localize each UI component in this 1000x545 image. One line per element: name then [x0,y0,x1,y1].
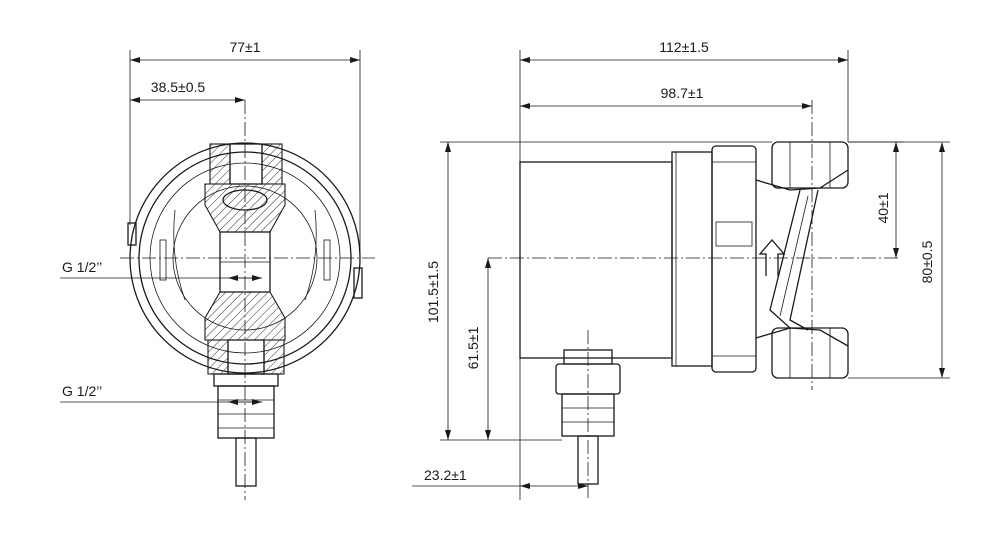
dim-side-inner-length: 98.7±1 [520,85,812,109]
dim-side-length: 112±1.5 [519,39,849,162]
dim-axis-height-label: 61.5±1 [465,326,481,369]
front-view: 77±1 38.5±0.5 G 1/2’’ G 1/2’’ [60,39,375,500]
dim-total-height-label: 101.5±1.5 [425,261,441,323]
side-motor-body [519,145,757,373]
dim-port-height: 40±1 [848,141,904,258]
side-pump-housing [755,141,849,379]
thread-top-label: G 1/2’’ [62,259,102,275]
dim-front-width: 77±1 [129,39,361,255]
side-view: 112±1.5 98.7±1 40±1 80±0.5 101.5±1.5 [412,39,950,500]
thread-bottom-label: G 1/2’’ [62,383,102,399]
dim-cable-offset-label: 23.2±1 [424,467,467,483]
dim-side-length-label: 112±1.5 [659,39,709,55]
dim-side-inner-length-label: 98.7±1 [661,85,704,101]
dim-axis-height: 61.5±1 [465,258,491,440]
dim-front-half-width: 38.5±0.5 [130,79,245,103]
dim-port-height-label: 40±1 [875,192,891,223]
dim-port-span-label: 80±0.5 [919,240,935,283]
flow-arrow-icon [758,239,786,276]
thread-top-callout: G 1/2’’ [60,259,262,281]
dim-front-width-label: 77±1 [229,39,260,55]
dim-total-height: 101.5±1.5 [425,141,772,441]
thread-bottom-callout: G 1/2’’ [60,383,262,405]
dim-cable-offset: 23.2±1 [412,358,588,500]
dim-port-span: 80±0.5 [848,141,950,379]
dim-front-half-width-label: 38.5±0.5 [151,79,206,95]
